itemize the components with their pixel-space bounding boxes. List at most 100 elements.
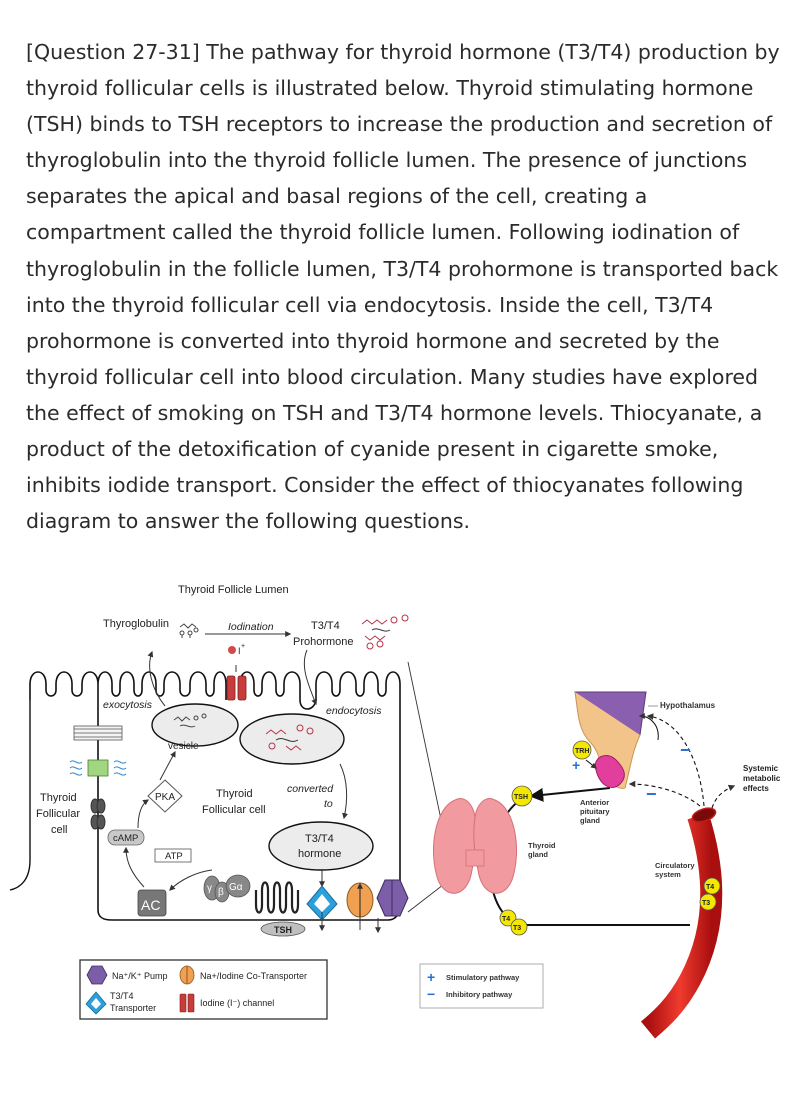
- hypothalamus-label: Hypothalamus: [660, 701, 716, 710]
- anterior-label-2: pituitary: [580, 807, 610, 816]
- pka-label: PKA: [155, 792, 175, 803]
- legend-pump-label: Na⁺/K⁺ Pump: [112, 971, 168, 981]
- hormone-compartment: [268, 821, 374, 871]
- ac-to-camp-arrow: [123, 846, 145, 888]
- left-cell-label-1: Thyroid: [40, 792, 77, 804]
- exocytosis-arrow: [147, 650, 166, 707]
- trh-label: TRH: [575, 748, 589, 755]
- tsh-ligand-label: TSH: [274, 925, 292, 935]
- tsh-ligand: [260, 921, 306, 937]
- tsh-receptor-icon: [254, 881, 300, 914]
- neighbor-cell-border: [9, 700, 31, 891]
- prohormone-molecule-icon: [361, 614, 409, 650]
- circulatory-label-1: Circulatory: [655, 861, 695, 870]
- pka-to-vesicle-arrow: [159, 750, 176, 781]
- endosome-prohormone-icon: [265, 724, 314, 751]
- t3-badge-vessel: [699, 893, 717, 911]
- camp-to-pka-arrow: [137, 799, 149, 829]
- hormone-label-2: hormone: [298, 848, 341, 860]
- cell-diagram: Thyroid Follicle Lumen Thyroglobulin Iod…: [9, 584, 453, 937]
- beta-label: β: [218, 887, 224, 898]
- iodination-label: Iodination: [228, 621, 274, 633]
- t3-vessel-label: T3: [702, 900, 710, 907]
- trh-plus: +: [572, 757, 580, 773]
- legend-transporter-icon: [85, 991, 107, 1015]
- legend-cotransporter-icon: [179, 965, 195, 985]
- systemic-label-1: Systemic: [743, 764, 779, 773]
- basal-pump-icon: [376, 879, 409, 917]
- iodide-ion-dot: [228, 646, 236, 654]
- converted-arrow: [339, 763, 348, 820]
- t4-badge-bottom: [499, 909, 517, 927]
- thyroid-diagram: Thyroid Follicle Lumen Thyroglobulin Iod…: [9, 584, 781, 1039]
- prohormone-label-2: Prohormone: [293, 636, 354, 648]
- thyroid-label-2: gland: [528, 850, 548, 859]
- legend-channel-icon: [179, 993, 195, 1013]
- adherens-junction-icon: [69, 759, 127, 777]
- ac-label: AC: [141, 897, 160, 913]
- legend-transporter-label-1: T3/T4: [110, 991, 134, 1001]
- legend-pump-icon: [86, 965, 108, 985]
- tsh-badge-label: TSH: [514, 794, 528, 801]
- pituitary-minus: −: [646, 784, 657, 804]
- lumen-label: Thyroid Follicle Lumen: [178, 584, 289, 596]
- iodide-ion-label: I: [238, 646, 241, 656]
- g-alpha-label: Gα: [229, 882, 243, 893]
- g-protein-to-ac-arrow: [169, 869, 213, 891]
- legend-channel-label: Iodine (I⁻) channel: [200, 998, 274, 1008]
- basal-membrane: [97, 909, 388, 921]
- endosome: [239, 713, 345, 765]
- feedback-to-pituitary: [628, 780, 701, 807]
- inhibitory-label: Inhibitory pathway: [446, 990, 513, 999]
- stimulatory-label: Stimulatory pathway: [446, 973, 520, 982]
- t4-bottom-label: T4: [502, 916, 510, 923]
- inhibitory-symbol: −: [427, 986, 435, 1002]
- legend-transporter-label-2: Transporter: [110, 1003, 156, 1013]
- converted-label-1: converted: [287, 783, 334, 795]
- camp-badge: [107, 829, 145, 846]
- iodide-ion-charge: +: [241, 643, 245, 650]
- prohormone-label-1: T3/T4: [311, 620, 340, 632]
- thyroglobulin-molecule-icon: [179, 623, 199, 638]
- anterior-label-1: Anterior: [580, 798, 609, 807]
- circulatory-label-2: system: [655, 870, 681, 879]
- stimulatory-symbol: +: [427, 969, 435, 985]
- systemic-label-3: effects: [743, 784, 769, 793]
- atp-box: [154, 848, 192, 863]
- hypothalamus-minus: −: [680, 740, 691, 760]
- hpt-axis-diagram: Hypothalamus TRH + Anterior pituitary gl…: [432, 691, 781, 1039]
- left-cell-label-2: Follicular: [36, 808, 80, 820]
- t3-bottom-label: T3: [513, 925, 521, 932]
- adenylyl-cyclase: [137, 889, 167, 917]
- vesicle: [151, 703, 239, 747]
- endocytosis-arrow: [303, 649, 318, 706]
- legend-box: [79, 959, 328, 1020]
- g-protein: [203, 874, 251, 903]
- question-text: [Question 27-31] The pathway for thyroid…: [26, 40, 780, 534]
- tsh-to-thyroid-arrow: [529, 787, 611, 802]
- anterior-pituitary-shape: [594, 755, 625, 788]
- tsh-badge: [511, 785, 533, 807]
- thyroid-label-1: Thyroid: [528, 841, 556, 850]
- cell-title-2: Follicular cell: [202, 804, 266, 816]
- hypothalamus-loop-arrow: [638, 713, 659, 741]
- apical-membrane: [29, 671, 401, 710]
- tight-junction-icon: [73, 725, 123, 741]
- vesicle-label: vesicle: [168, 741, 199, 752]
- t3-badge-bottom: [510, 918, 528, 936]
- desmosome-icon: [90, 798, 106, 830]
- thyroid-gland-shape: [432, 798, 518, 894]
- gamma-label: γ: [207, 883, 212, 894]
- pathway-legend-box: [419, 963, 544, 1009]
- feedback-to-hypothalamus: [646, 713, 705, 807]
- thyroglobulin-label: Thyroglobulin: [103, 618, 169, 630]
- trh-badge: [572, 740, 592, 760]
- endocytosis-label: endocytosis: [326, 705, 382, 717]
- hormone-label-1: T3/T4: [305, 833, 334, 845]
- pka-diamond: [147, 779, 183, 813]
- apical-iodine-channel-icon: [226, 675, 247, 701]
- basal-t3t4-transporter-icon: [306, 885, 338, 921]
- camp-label: cAMP: [113, 833, 138, 844]
- pathway-legend: + Stimulatory pathway − Inhibitory pathw…: [419, 963, 544, 1009]
- cell-title-1: Thyroid: [216, 788, 253, 800]
